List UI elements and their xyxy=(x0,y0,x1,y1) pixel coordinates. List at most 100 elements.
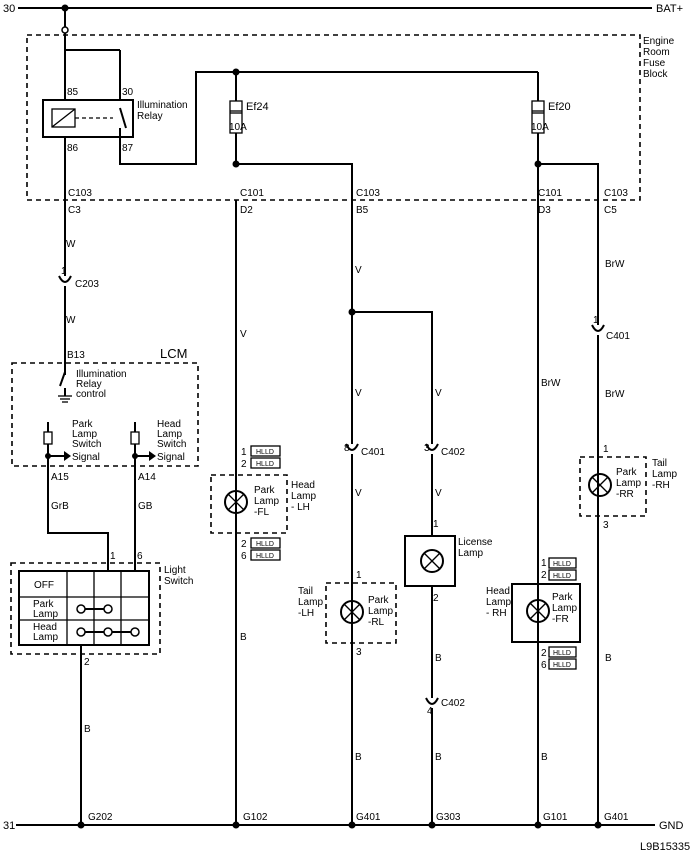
pin-rl-t: 1 xyxy=(356,570,362,581)
ground-g202: G202 xyxy=(88,812,113,823)
svg-text:HLLD: HLLD xyxy=(553,650,571,657)
connector-c203-pin: 1 xyxy=(61,266,67,277)
relay-pin-30: 30 xyxy=(122,87,134,98)
svg-text:HLLD: HLLD xyxy=(256,449,274,456)
figure-code: L9B15335 xyxy=(640,841,690,853)
hlld-fr-4: HLLD xyxy=(548,658,577,670)
lamp-rl-group-3: -LH xyxy=(298,608,314,619)
fuse-ef20: Ef20 10A xyxy=(531,100,571,168)
lamp-fr-group-1: Head xyxy=(486,586,510,597)
head-lamp-lh-circuit: V 1 2 HLLD HLLD Park Lamp -FL Head Lamp … xyxy=(210,200,316,829)
connector-a14: A14 xyxy=(138,472,156,483)
lamp-rl-group-2: Lamp xyxy=(298,597,323,608)
ground-g102: G102 xyxy=(243,812,268,823)
lamp-fr-group-3: - RH xyxy=(486,608,507,619)
license-lamp-circuit: 3 C402 V 1 2 License Lamp B 4 C402 B G30… xyxy=(404,443,493,829)
fuse-ef24: Ef24 10A xyxy=(229,100,269,168)
lamp-rr-group-3: -RH xyxy=(652,480,670,491)
lcm-park-1: Park xyxy=(72,419,94,430)
connector-c402-top-pin: 3 xyxy=(424,443,430,454)
wire-v-5: V xyxy=(435,488,442,499)
hlld-fl-3: HLLD xyxy=(250,537,281,549)
lcm-head-1: Head xyxy=(157,419,181,430)
hlld-fr-1: HLLD xyxy=(548,557,577,569)
wire-v-2: V xyxy=(355,388,362,399)
lcm-park-4: Signal xyxy=(72,452,100,463)
lamp-rr-group-2: Lamp xyxy=(652,469,677,480)
lamp-fr-name-2: Lamp xyxy=(552,603,577,614)
lamp-rl-name-2: Lamp xyxy=(368,606,393,617)
wire-v-1: V xyxy=(355,265,362,276)
light-switch-pin-2: 2 xyxy=(84,657,90,668)
switch-row-park-1: Park xyxy=(33,599,55,610)
lamp-license-name-1: License xyxy=(458,537,493,548)
connector-c103-b: C103 xyxy=(356,188,380,199)
wire-b-lic-2: B xyxy=(435,752,442,763)
pin-fl-b1: 2 xyxy=(241,539,247,550)
lamp-fr-name-3: -FR xyxy=(552,614,569,625)
fuse-ef20-rating: 10A xyxy=(531,122,549,133)
ground-point-g401-a xyxy=(348,821,356,829)
ground-g401-a: G401 xyxy=(356,812,381,823)
connector-b5: B5 xyxy=(356,205,369,216)
switch-ground-wire: 2 B G202 xyxy=(77,645,113,829)
lamp-fl-name-3: -FL xyxy=(254,507,269,518)
lamp-rl-name-1: Park xyxy=(368,595,390,606)
wire-b-rr: B xyxy=(605,653,612,664)
ground-point-g303 xyxy=(428,821,436,829)
connector-c401-rl: C401 xyxy=(361,447,385,458)
pin-fl-t1: 1 xyxy=(241,447,247,458)
wire-v-fl: V xyxy=(240,329,247,340)
hlld-fr-2: HLLD xyxy=(548,569,577,581)
tail-lamp-lh-circuit: V V V 8 C401 V 1 3 Park Lamp -RL Tail La… xyxy=(298,200,442,829)
svg-text:HLLD: HLLD xyxy=(553,561,571,568)
connector-c402-bot-pin: 4 xyxy=(427,706,433,717)
lamp-fl-name-1: Park xyxy=(254,485,276,496)
license-lamp-housing xyxy=(404,535,456,587)
connector-a15: A15 xyxy=(51,472,69,483)
lcm-head-3: Switch xyxy=(157,439,186,450)
svg-text:HLLD: HLLD xyxy=(553,573,571,580)
wire-w-1: W xyxy=(66,239,76,250)
junction-dot xyxy=(132,453,138,459)
pin-rr-b: 3 xyxy=(603,520,609,531)
connector-d3: D3 xyxy=(538,205,551,216)
connector-c401-rl-pin: 8 xyxy=(344,443,350,454)
relay-name-2: Relay xyxy=(137,111,163,122)
light-switch-pin-6: 6 xyxy=(137,551,143,562)
connector-c402-bot: C402 xyxy=(441,698,465,709)
relay-control-wire: W 1 C203 W B13 xyxy=(58,137,99,375)
lamp-fr-group-2: Lamp xyxy=(486,597,511,608)
wire-grb: GrB xyxy=(51,501,69,512)
wire-b-lic-1: B xyxy=(435,653,442,664)
connector-c103-c: C103 xyxy=(604,188,628,199)
lcm-head-2: Lamp xyxy=(157,429,182,440)
fuse-ef24-name: Ef24 xyxy=(246,101,269,113)
connector-c401-rr: C401 xyxy=(606,331,630,342)
lcm-relay-ctrl-2: Relay xyxy=(76,379,102,390)
connector-d2: D2 xyxy=(240,205,253,216)
lcm-park-3: Switch xyxy=(72,439,101,450)
fuse-block-title-3: Fuse xyxy=(643,58,666,69)
pin-fr-b2: 6 xyxy=(541,660,547,671)
fuse-block-title-2: Room xyxy=(643,47,670,58)
wire-v-4: V xyxy=(355,488,362,499)
lamp-fr-name-1: Park xyxy=(552,592,574,603)
fuse-ef24-rating: 10A xyxy=(229,122,247,133)
wire-b-rl: B xyxy=(355,752,362,763)
lcm-relay-ctrl-3: control xyxy=(76,389,106,400)
light-switch-name-2: Switch xyxy=(164,576,193,587)
wire-brw-1: BrW xyxy=(541,378,561,389)
rail-30-label: 30 xyxy=(3,3,15,15)
pin-rl-b: 3 xyxy=(356,647,362,658)
connector-c101-a: C101 xyxy=(240,188,264,199)
lcm-title: LCM xyxy=(160,346,187,361)
hlld-fr-3: HLLD xyxy=(548,646,577,658)
lamp-license-icon xyxy=(420,549,444,573)
lamp-rr-name-2: Lamp xyxy=(616,478,641,489)
relay-pin-85: 85 xyxy=(67,87,79,98)
lamp-rr-group-1: Tail xyxy=(652,458,667,469)
ground-g303: G303 xyxy=(436,812,461,823)
pin-fr-b1: 2 xyxy=(541,648,547,659)
wire-b-fl: B xyxy=(240,632,247,643)
